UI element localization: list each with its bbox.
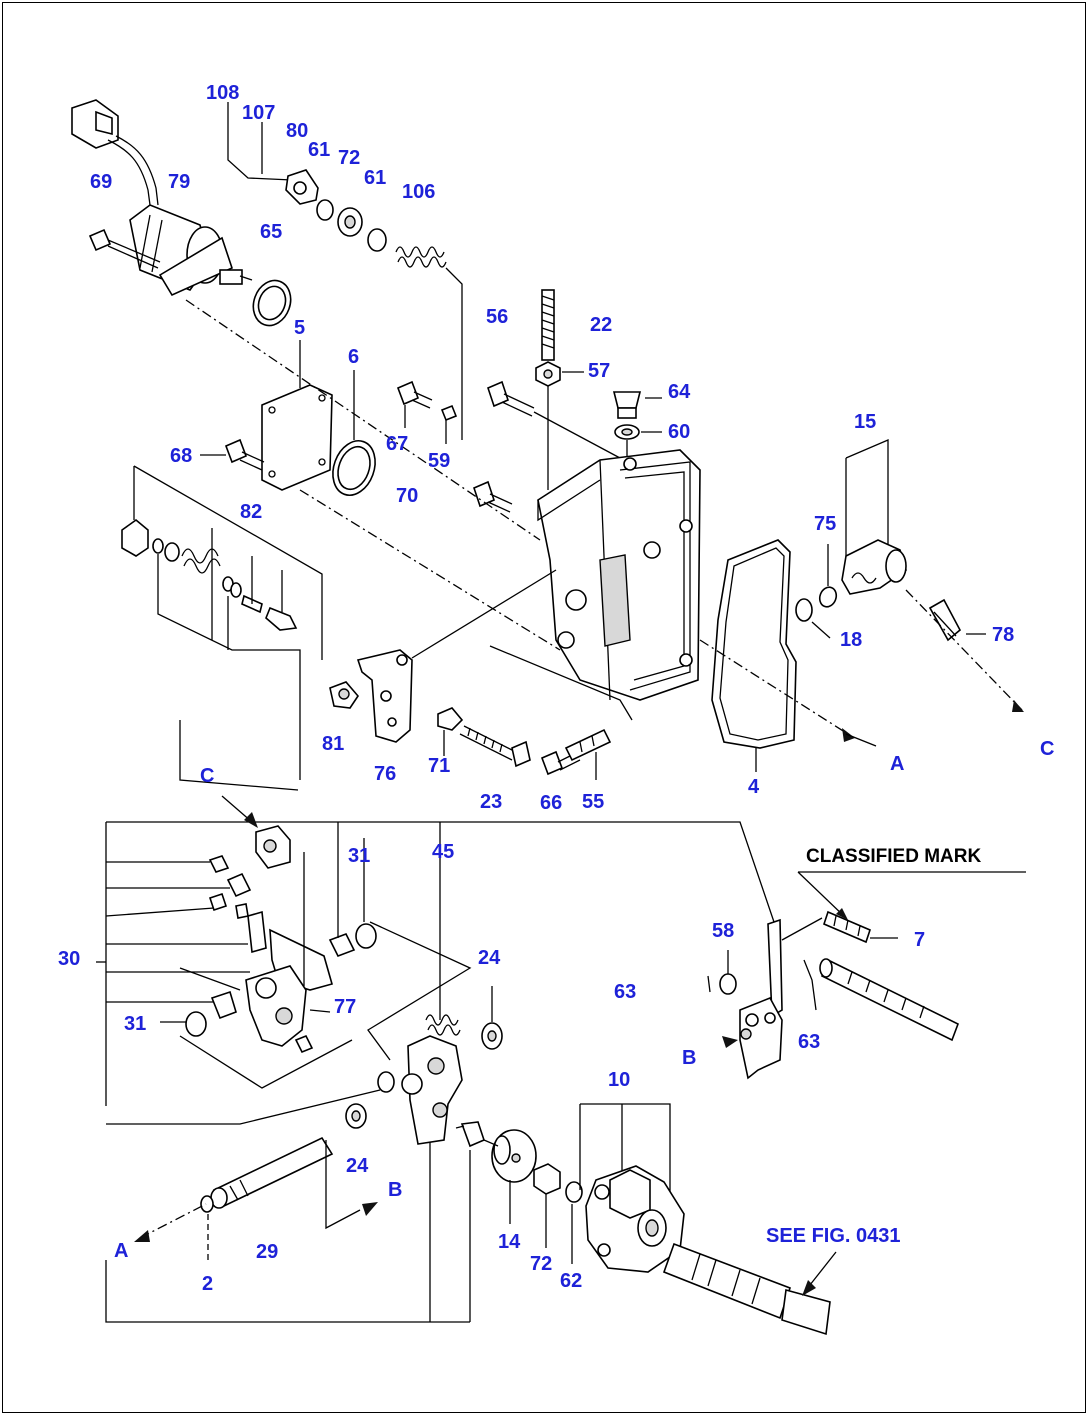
label-65: 65 (260, 221, 282, 243)
view-label-b-lower: B (388, 1179, 402, 1201)
label-45: 45 (432, 841, 454, 863)
label-82: 82 (240, 501, 262, 523)
right-lever (739, 918, 783, 1080)
label-4: 4 (748, 776, 760, 798)
label-108: 108 (206, 82, 239, 104)
label-77: 77 (334, 996, 356, 1018)
central-lever (401, 1035, 463, 1145)
view-label-c-upper: C (1040, 738, 1054, 760)
label-69: 69 (90, 171, 112, 193)
label-6: 6 (348, 346, 359, 368)
stud-56 (541, 289, 555, 361)
spool-stack (121, 518, 298, 631)
label-30: 30 (58, 948, 80, 970)
label-22: 22 (590, 314, 612, 336)
label-5: 5 (294, 317, 305, 339)
view-label-a-lower: A (114, 1240, 128, 1262)
label-61: 61 (308, 139, 330, 161)
label-67: 67 (386, 433, 408, 455)
label-78: 78 (992, 624, 1014, 646)
view-label-c-lower: C (200, 765, 214, 787)
label-81: 81 (322, 733, 344, 755)
label-72: 72 (530, 1253, 552, 1275)
label-75: 75 (814, 513, 836, 535)
label-29: 29 (256, 1241, 278, 1263)
label-64: 64 (668, 381, 691, 403)
pin-7 (819, 910, 960, 1042)
label-18: 18 (840, 629, 862, 651)
label-24: 24 (478, 947, 501, 969)
label-55: 55 (582, 791, 604, 813)
label-66: 66 (540, 792, 562, 814)
label-31: 31 (348, 845, 370, 867)
label-59: 59 (428, 450, 450, 472)
bolt-23 (459, 725, 531, 768)
view-label-a-upper: A (890, 753, 904, 775)
label-61: 61 (364, 167, 386, 189)
label-23: 23 (480, 791, 502, 813)
part-number-labels: 108 107 80 61 72 61 106 69 79 65 5 56 22… (58, 82, 1014, 1295)
label-106: 106 (402, 181, 435, 203)
label-7: 7 (914, 929, 925, 951)
label-60: 60 (668, 421, 690, 443)
label-62: 62 (560, 1270, 582, 1292)
label-70: 70 (396, 485, 418, 507)
shaft-29 (200, 1136, 334, 1213)
label-57: 57 (588, 360, 610, 382)
label-15: 15 (854, 411, 876, 433)
view-reference-labels: A C C B B A CLASSIFIED MARK SEE FIG. 043… (114, 738, 1054, 1262)
solenoid-connector (71, 99, 159, 206)
label-80: 80 (286, 120, 308, 142)
label-58: 58 (712, 920, 734, 942)
label-63: 63 (798, 1031, 820, 1053)
label-14: 14 (498, 1231, 521, 1253)
bolt-69 (88, 228, 161, 269)
label-63: 63 (614, 981, 636, 1003)
label-79: 79 (168, 171, 190, 193)
label-76: 76 (374, 763, 396, 785)
label-107: 107 (242, 102, 275, 124)
lever-assembly-30 (185, 825, 377, 1047)
label-71: 71 (428, 755, 450, 777)
see-fig-reference: SEE FIG. 0431 (766, 1225, 901, 1247)
label-68: 68 (170, 445, 192, 467)
label-56: 56 (486, 306, 508, 328)
view-label-b-right: B (682, 1047, 696, 1069)
label-24: 24 (346, 1155, 369, 1177)
solenoid-79 (129, 204, 253, 297)
valve-body-10 (579, 1103, 831, 1336)
label-31: 31 (124, 1013, 146, 1035)
valve-housing (537, 449, 701, 701)
label-2: 2 (202, 1273, 213, 1295)
label-10: 10 (608, 1069, 630, 1091)
classified-mark-note: CLASSIFIED MARK (806, 846, 982, 867)
spring-106 (395, 246, 447, 268)
label-72: 72 (338, 147, 360, 169)
